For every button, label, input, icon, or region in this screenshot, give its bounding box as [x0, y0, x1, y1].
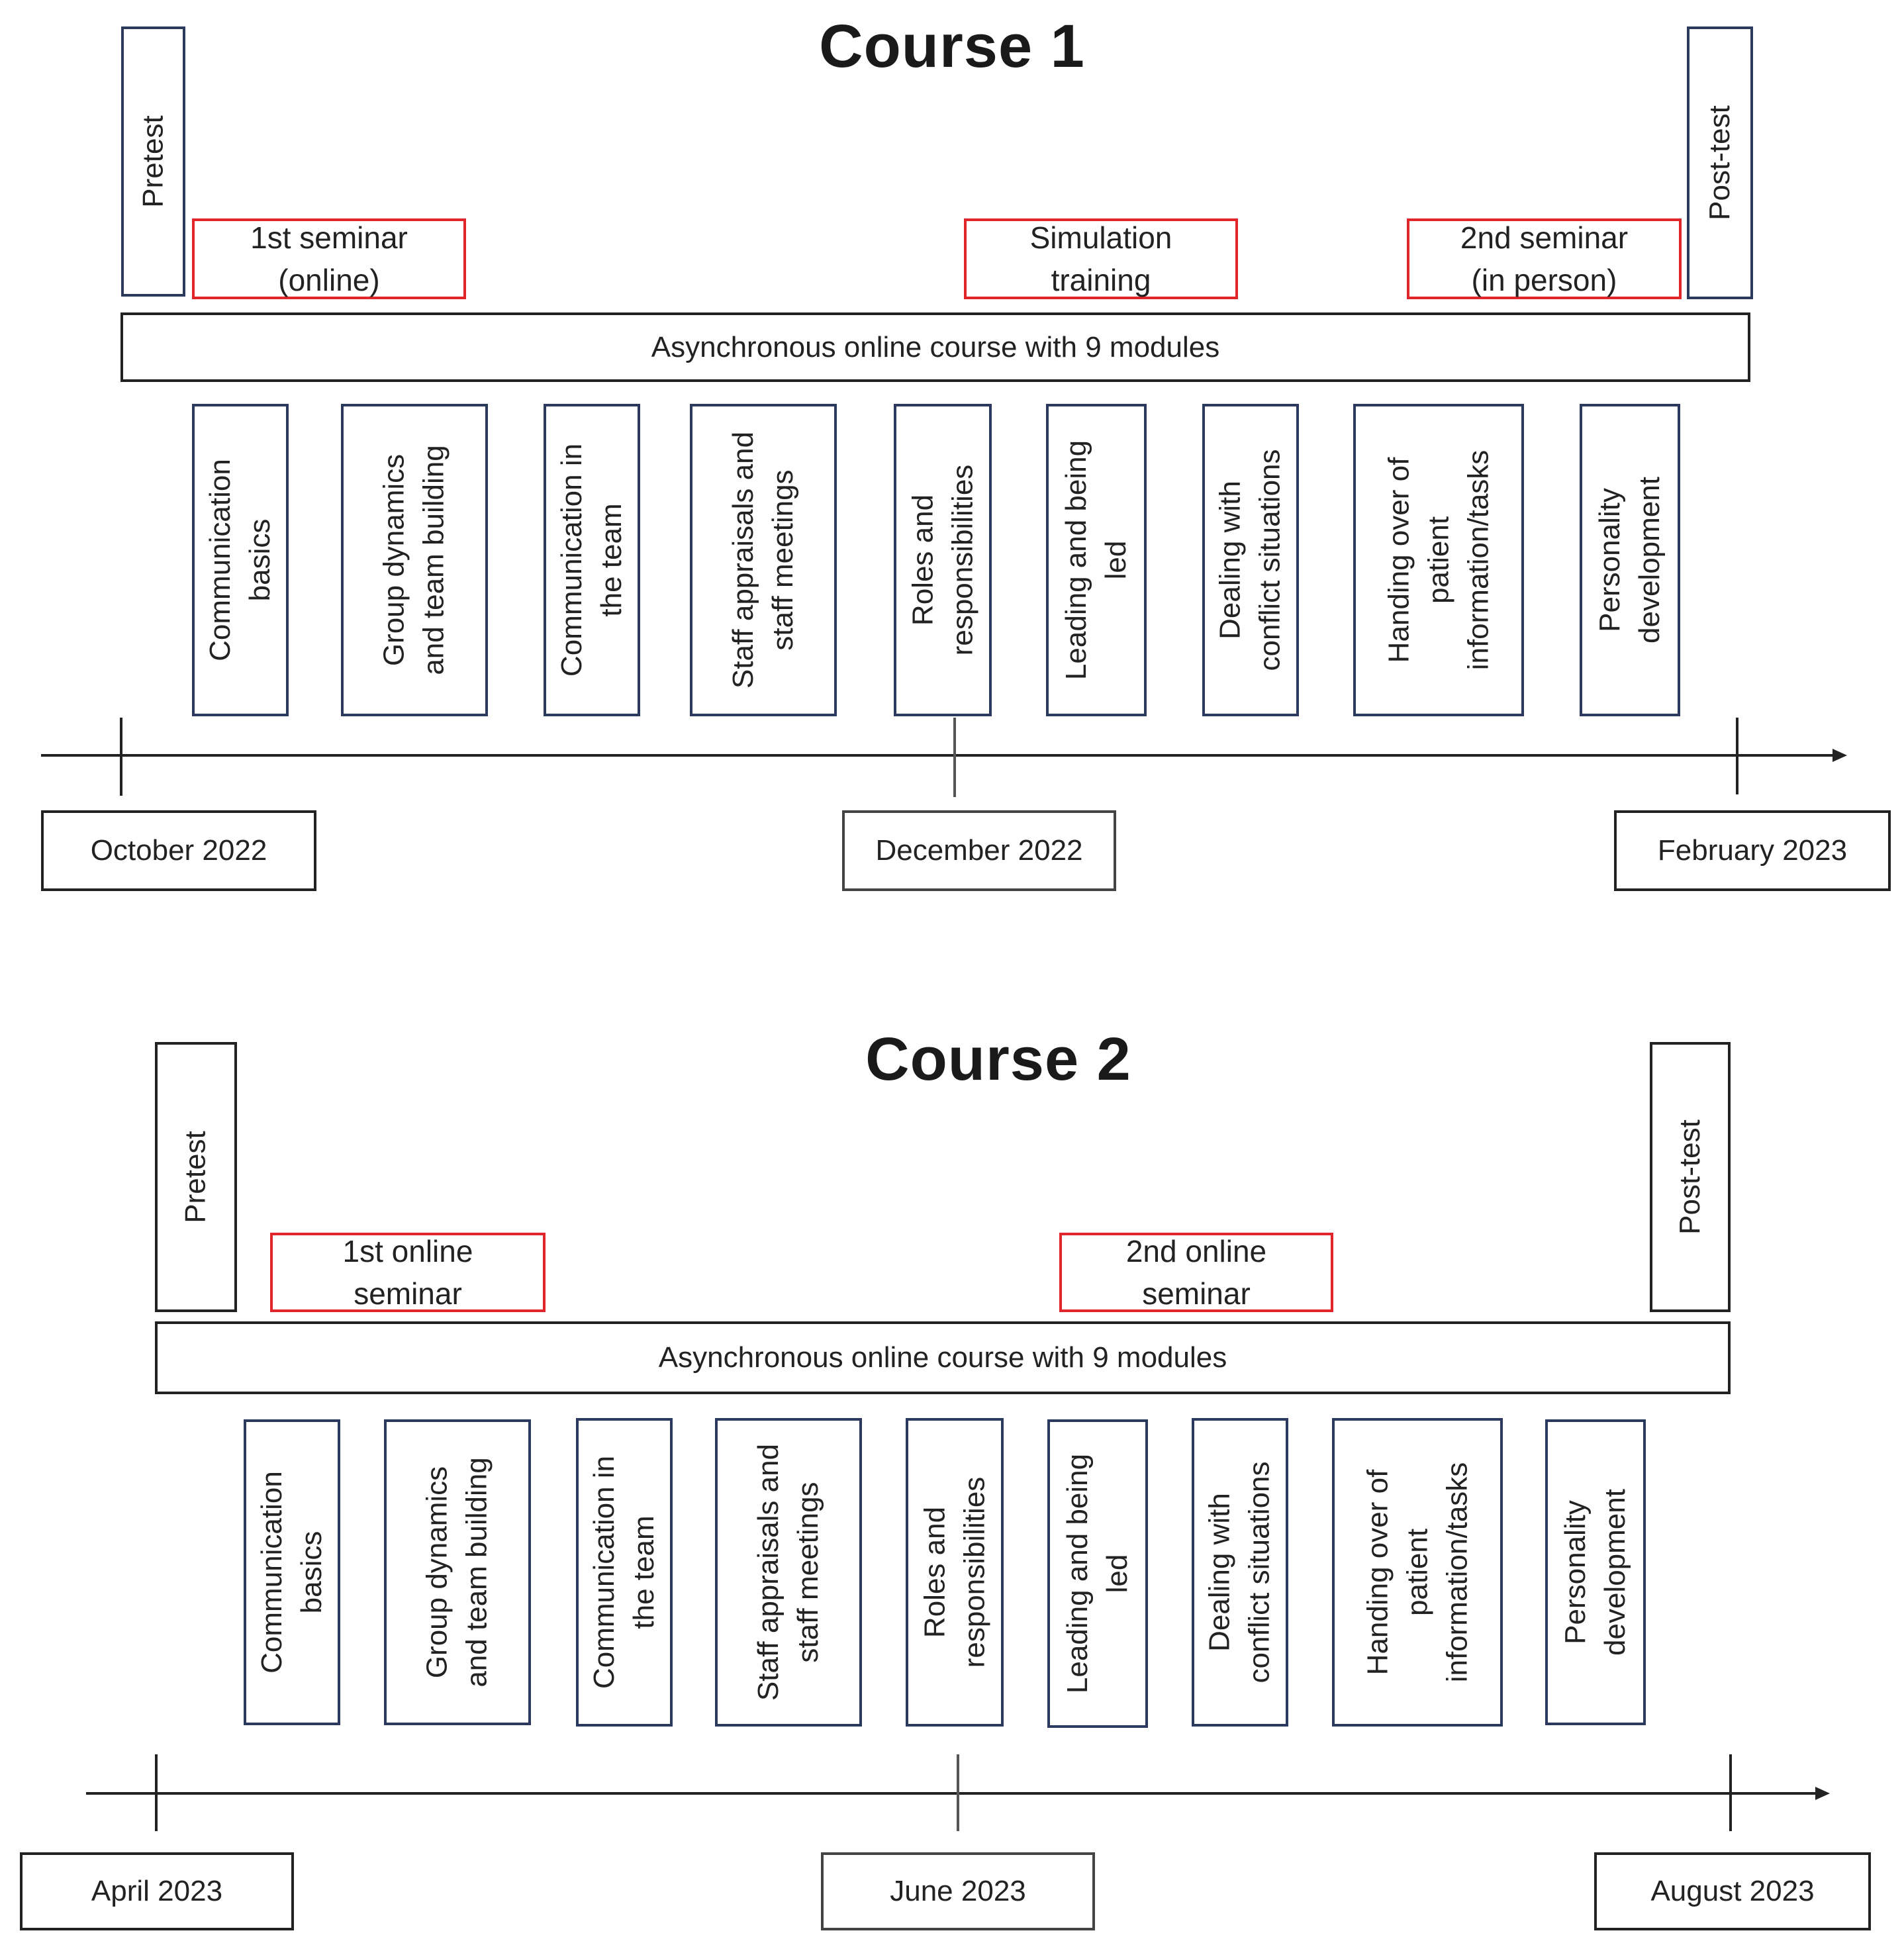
seminar-line: Simulation	[1029, 220, 1172, 255]
seminar-box: 2nd online seminar	[1059, 1233, 1333, 1312]
date-box: June 2023	[821, 1852, 1095, 1930]
pretest-box: Pretest	[155, 1042, 237, 1312]
seminar-line: (online)	[278, 263, 380, 297]
course-title: Course 1	[819, 13, 1085, 80]
date-box: April 2023	[20, 1852, 294, 1930]
posttest-box: Post-test	[1687, 26, 1753, 299]
seminar-box: 1st seminar (online)	[192, 218, 466, 299]
date-box: December 2022	[842, 810, 1116, 891]
seminar-line: 2nd seminar	[1460, 220, 1629, 255]
course-1-diagram: Course 1 Pretest Post-test 1st seminar (o…	[0, 0, 1904, 927]
seminar-line: seminar	[354, 1276, 462, 1311]
timeline-arrowhead	[1815, 1787, 1830, 1800]
seminar-line: (in person)	[1471, 263, 1617, 297]
posttest-box: Post-test	[1650, 1042, 1731, 1312]
pretest-box: Pretest	[121, 26, 185, 297]
seminar-line: 2nd online	[1125, 1234, 1267, 1268]
course-2-diagram: Course 2 Pretest Post-test 1st online sem…	[0, 1013, 1904, 1940]
seminar-line: training	[1051, 263, 1151, 297]
course-bar: Asynchronous online course with 9 module…	[120, 312, 1750, 382]
date-box: October 2022	[41, 810, 316, 891]
timeline-axis	[41, 718, 1847, 797]
seminar-line: 1st seminar	[250, 220, 408, 255]
course-bar: Asynchronous online course with 9 module…	[155, 1321, 1731, 1394]
seminar-line: seminar	[1142, 1276, 1251, 1311]
course-title: Course 2	[865, 1025, 1131, 1093]
seminar-box: 1st online seminar	[270, 1233, 546, 1312]
seminar-box: 2nd seminar (in person)	[1407, 218, 1682, 299]
seminar-line: 1st online	[342, 1234, 473, 1268]
date-box: February 2023	[1614, 810, 1891, 891]
timeline-axis	[86, 1754, 1830, 1831]
seminar-box: Simulation training	[964, 218, 1238, 299]
timeline-arrowhead	[1833, 749, 1847, 762]
date-box: August 2023	[1594, 1852, 1871, 1930]
